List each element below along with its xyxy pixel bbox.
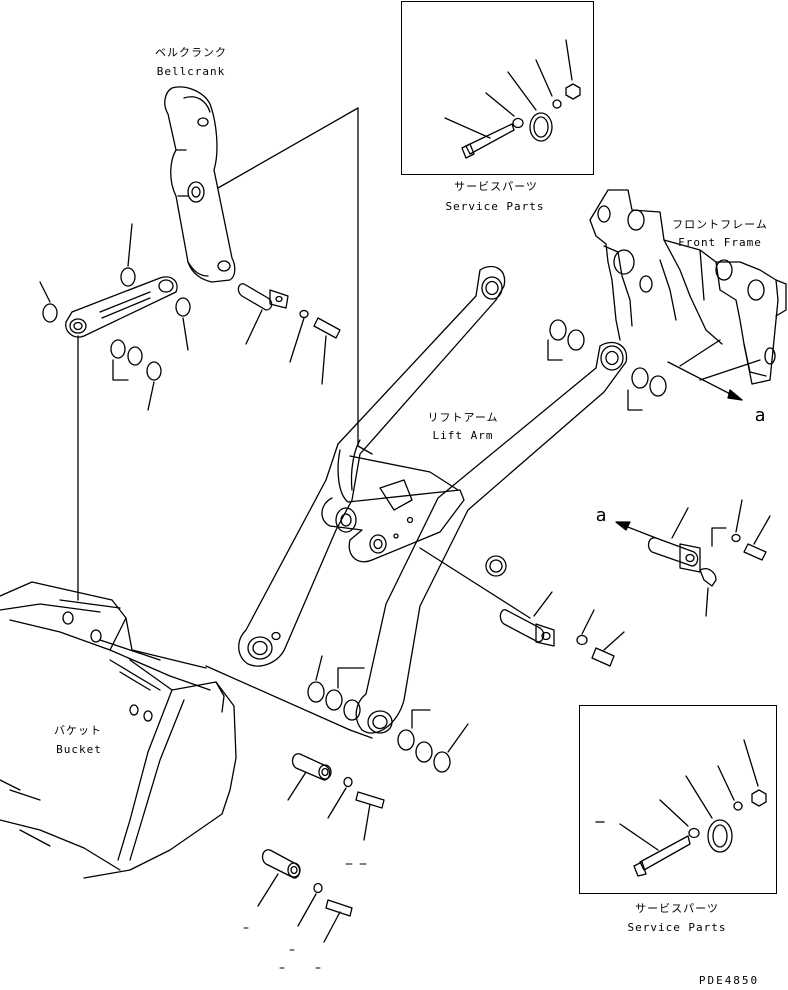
service-parts-top-contents <box>444 39 581 159</box>
bellcrank-part <box>164 86 236 283</box>
bellcrank-pin-assembly <box>237 283 341 385</box>
reference-marker-a-left: a <box>595 505 607 526</box>
bucket-part <box>0 581 237 879</box>
service-parts-box-bottom <box>579 705 777 894</box>
service-parts-bottom-contents <box>595 739 767 877</box>
service-parts-top-label-en: Service Parts <box>445 200 545 213</box>
front-frame-label-en: Front Frame <box>678 236 762 249</box>
lift-arm-pin-assembly <box>499 591 625 667</box>
service-parts-bottom-label-en: Service Parts <box>627 921 727 934</box>
front-frame-pin-assembly <box>647 499 771 617</box>
bellcrank-label-en: Bellcrank <box>156 65 226 78</box>
service-parts-bottom-label-jp: サービスパーツ <box>635 902 719 915</box>
lift-arm-label-en: Lift Arm <box>432 429 494 442</box>
front-frame-shims <box>547 319 667 411</box>
lift-arm-shims <box>307 655 469 773</box>
bucket-pin-assembly-upper <box>287 753 385 841</box>
bucket-label-jp: バケット <box>54 724 102 737</box>
bucket-pin-assembly-lower <box>257 849 353 943</box>
lift-arm-part <box>238 265 628 734</box>
bucket-label-en: Bucket <box>56 743 102 756</box>
lift-arm-label-jp: リフトアーム <box>427 411 499 424</box>
bellcrank-shims <box>39 223 191 411</box>
service-parts-box-top <box>401 1 594 175</box>
bellcrank-link-part <box>65 276 178 338</box>
front-frame-part <box>589 189 787 385</box>
bellcrank-label-jp: ベルクランク <box>155 46 227 59</box>
drawing-code: PDE4850 <box>698 974 760 987</box>
reference-marker-a-right: a <box>754 405 766 426</box>
service-parts-top-label-jp: サービスパーツ <box>454 180 538 193</box>
front-frame-label-jp: フロントフレーム <box>672 218 768 231</box>
